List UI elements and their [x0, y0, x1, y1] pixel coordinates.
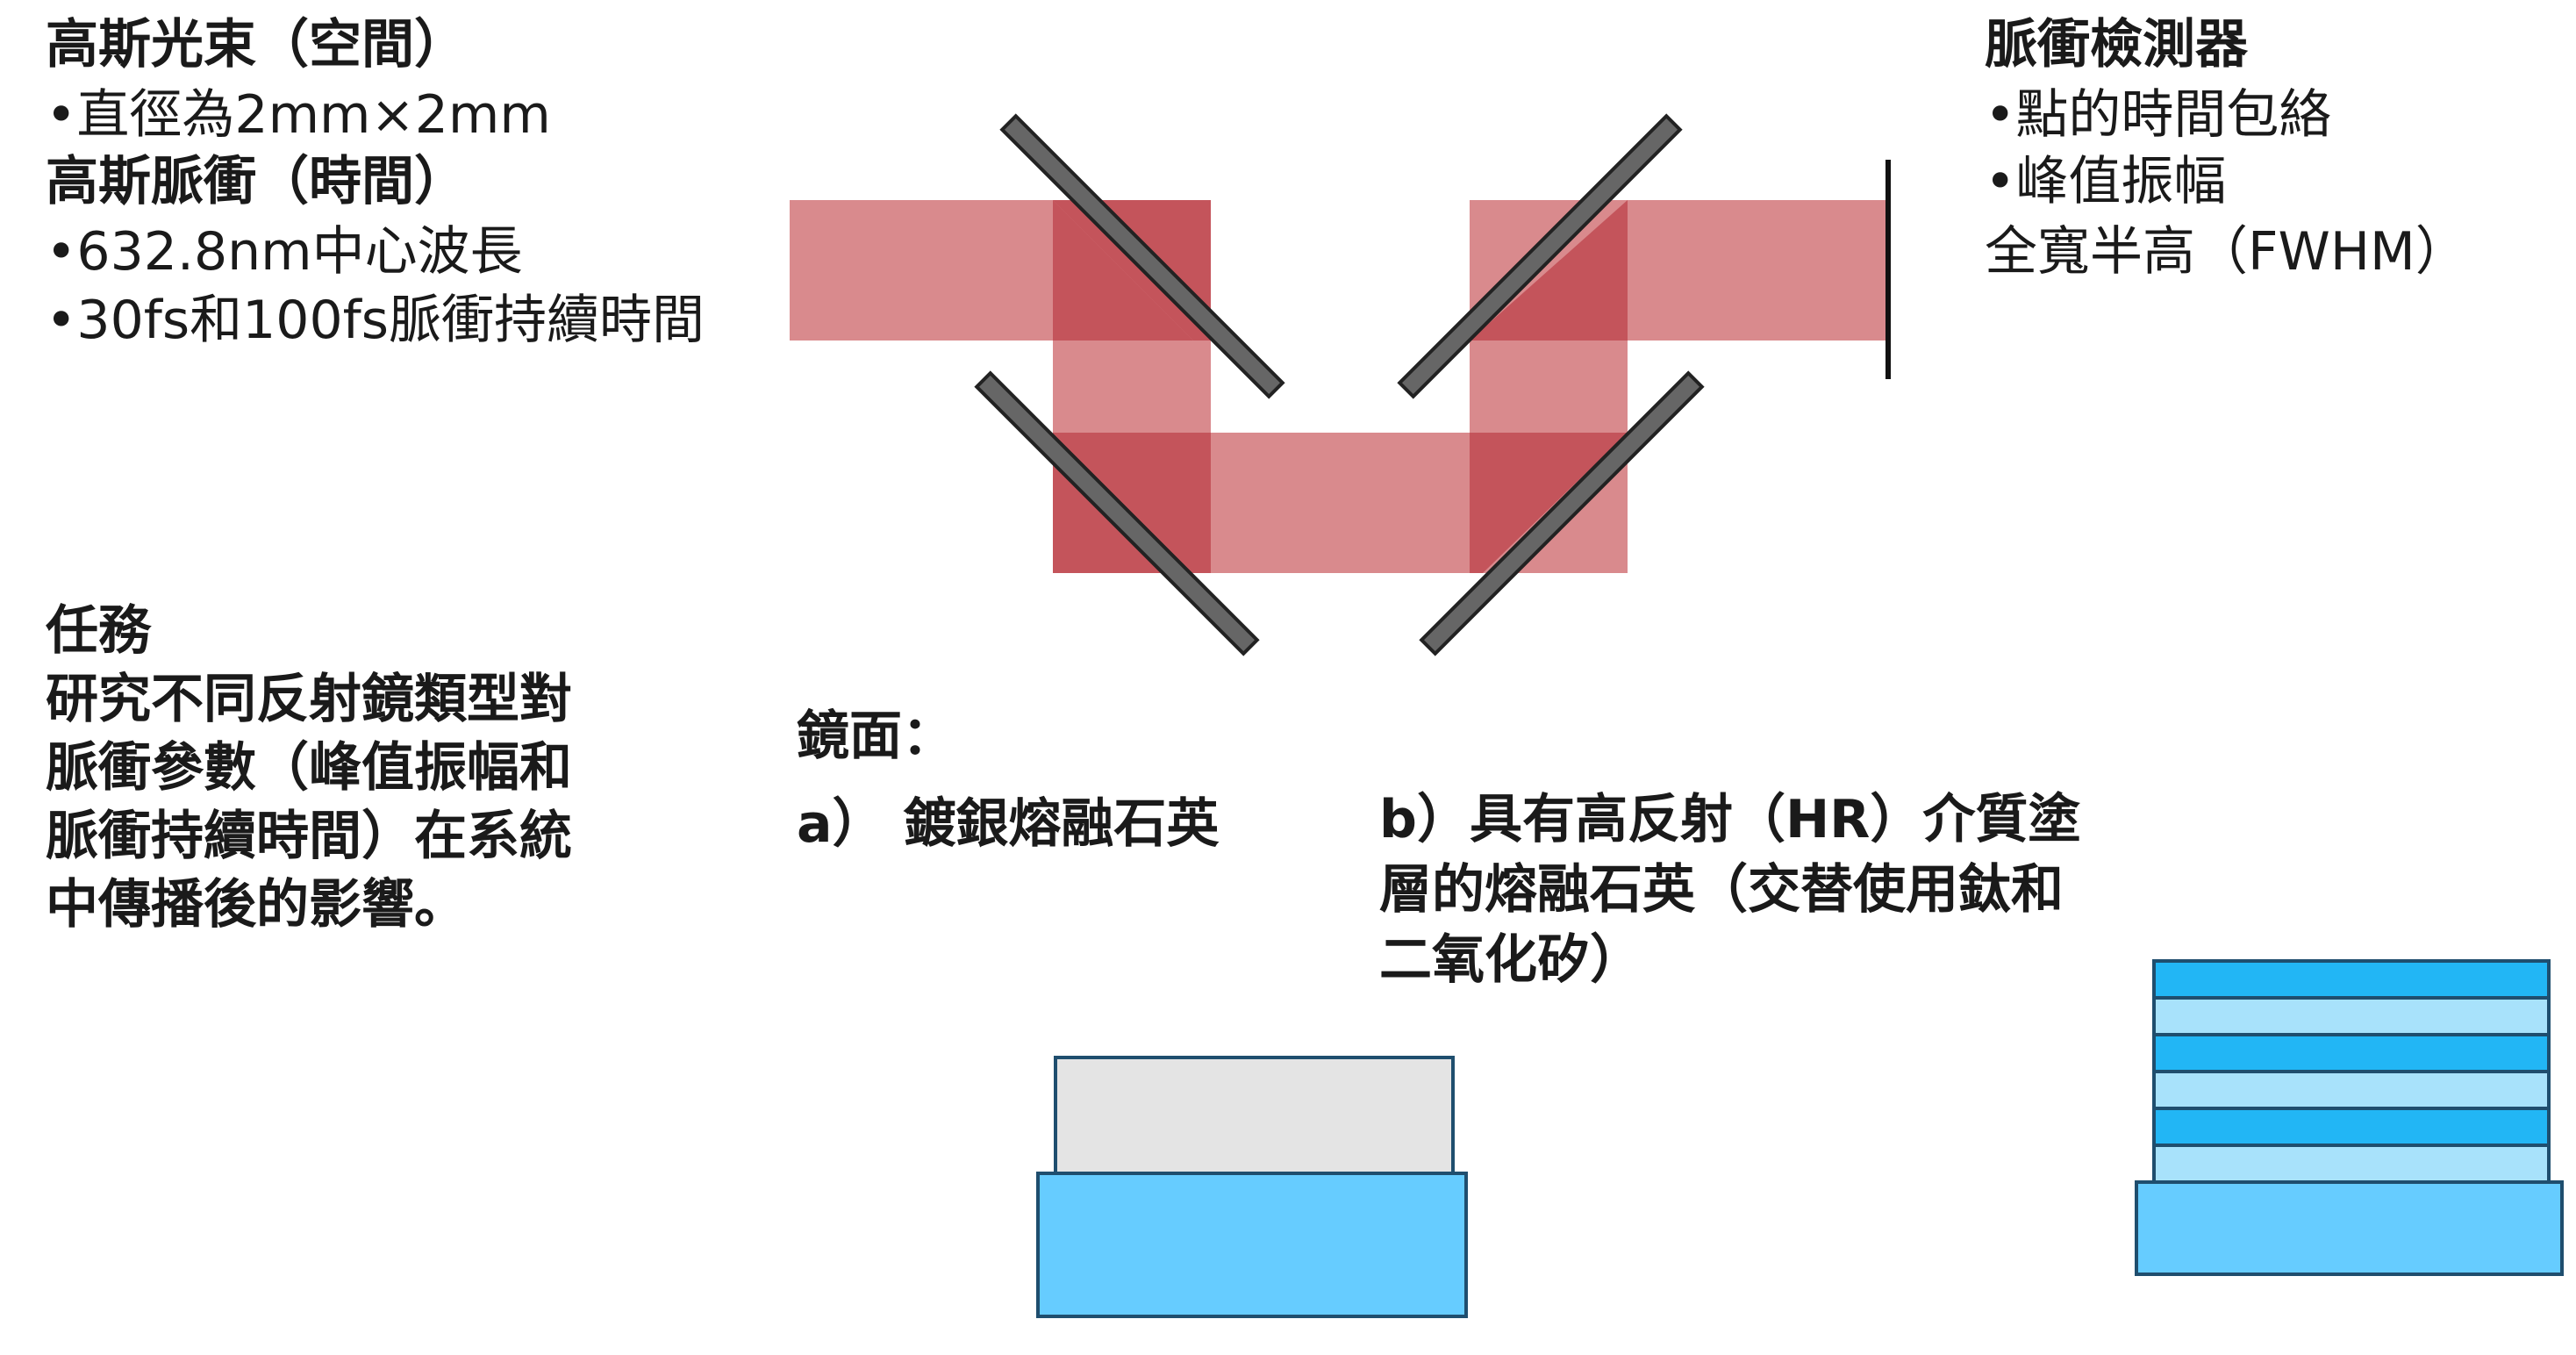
fused-silica-substrate-b: [2135, 1180, 2564, 1276]
mirror-3: [1419, 370, 1705, 656]
spatial-beam-title: 高斯光束（空間）: [46, 14, 467, 75]
laser-beam: [790, 200, 1891, 573]
mirror-2: [974, 370, 1260, 656]
mirrors: [974, 113, 1705, 656]
hr-layer-2: [2152, 996, 2551, 1036]
detector-item-2: •峰值振幅: [1985, 151, 2227, 212]
hr-layer-4: [2152, 1070, 2551, 1110]
detector-item-3: 全寬半高（FWHM）: [1985, 221, 2468, 283]
beam-overlap-mirror-1: [1053, 200, 1211, 341]
detector-title: 脈衝檢測器: [1985, 14, 2248, 75]
mirror-option-b-line-3: 二氧化矽）: [1379, 929, 1642, 991]
mirrors-heading: 鏡面：: [797, 706, 955, 767]
mirror-option-b-line-2: 層的熔融石英（交替使用鈦和: [1379, 859, 2064, 921]
task-line-4: 中傳播後的影響。: [46, 874, 467, 936]
spatial-beam-item: •直徑為2mm×2mm: [46, 84, 551, 146]
beam-overlap-mirror-2-b: [1053, 433, 1193, 573]
mirror-1: [999, 113, 1285, 399]
beam-overlap-mirror-1-b: [1053, 200, 1193, 341]
task-title: 任務: [46, 600, 151, 662]
mirror-4: [1397, 113, 1683, 399]
silver-coating: [1054, 1056, 1455, 1175]
task-line-2: 脈衝參數（峰值振幅和: [46, 737, 572, 799]
hr-layer-3: [2152, 1033, 2551, 1073]
hr-layer-1: [2152, 959, 2551, 1000]
detector-item-1: •點的時間包絡: [1985, 84, 2332, 146]
beam-overlap-mirror-2: [1053, 433, 1211, 573]
mirror-b-cross-section: [2135, 959, 2564, 1276]
mirror-option-b-line-1: b）具有高反射（HR）介質塗: [1379, 789, 2081, 850]
hr-layer-5: [2152, 1107, 2551, 1147]
beam-overlap-mirror-3: [1470, 433, 1628, 573]
beam-overlap-mirror-4-b: [1470, 200, 1628, 341]
temporal-pulse-item-2: •30fs和100fs脈衝持續時間: [46, 290, 705, 351]
task-line-1: 研究不同反射鏡類型對: [46, 669, 572, 730]
mirror-option-a: a） 鍍銀熔融石英: [797, 793, 1220, 855]
temporal-pulse-title: 高斯脈衝（時間）: [46, 151, 467, 212]
temporal-pulse-item-1: •632.8nm中心波長: [46, 221, 523, 283]
fused-silica-substrate-a: [1036, 1172, 1468, 1318]
task-line-3: 脈衝持續時間）在系統: [46, 806, 572, 867]
hr-layer-6: [2152, 1144, 2551, 1184]
mirror-a-cross-section: [1036, 1056, 1468, 1318]
